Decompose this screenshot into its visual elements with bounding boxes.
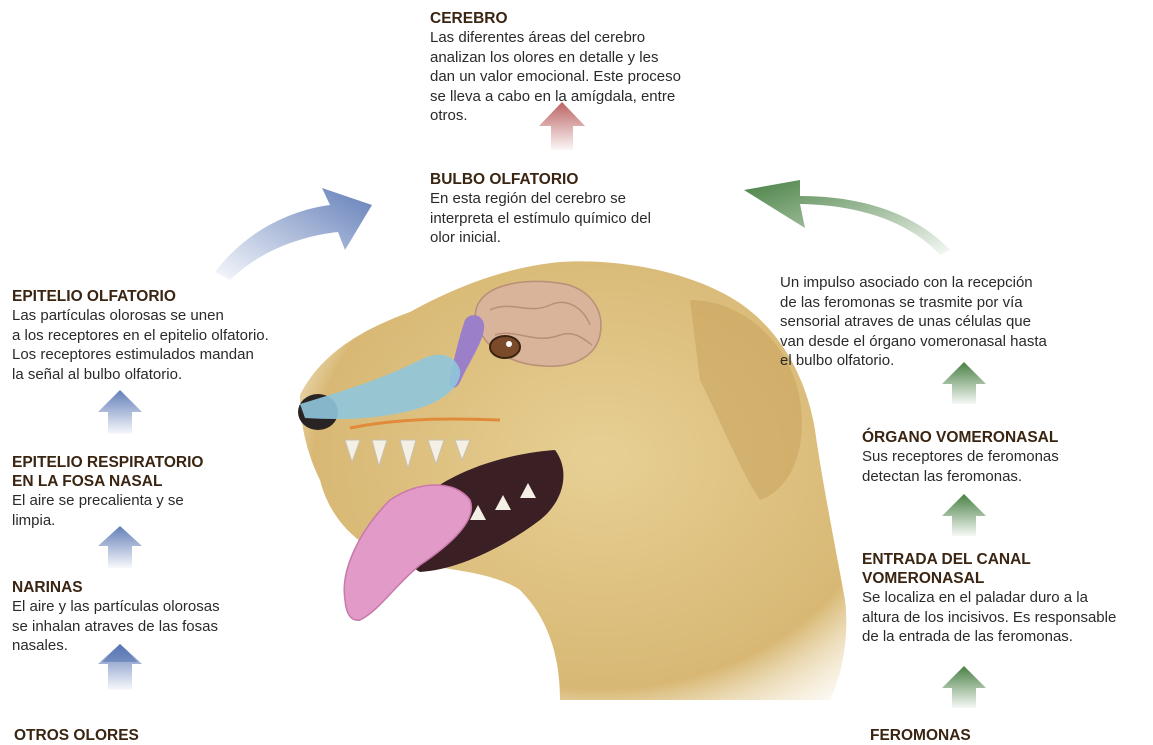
epitelio-respiratorio-title: EPITELIO RESPIRATORIO EN LA FOSA NASAL: [12, 453, 252, 491]
feromonas-label: FEROMONAS: [870, 727, 971, 745]
organo-title: ÓRGANO VOMERONASAL: [862, 428, 1122, 447]
entrada-block: ENTRADA DEL CANAL VOMERONASAL Se localiz…: [862, 550, 1152, 647]
blue-arrow-up-icon: [98, 390, 142, 434]
dog-eye: [490, 336, 520, 358]
narinas-title: NARINAS: [12, 578, 272, 597]
entrada-title: ENTRADA DEL CANAL VOMERONASAL: [862, 550, 1152, 588]
bulbo-body: En esta región del cerebro se interpreta…: [430, 189, 710, 248]
bulbo-title: BULBO OLFATORIO: [430, 170, 710, 189]
cerebro-body: Las diferentes áreas del cerebro analiza…: [430, 28, 730, 126]
epitelio-respiratorio-body: El aire se precalienta y se limpia.: [12, 491, 252, 530]
otros-olores-label: OTROS OLORES: [14, 727, 139, 745]
cerebro-title: CEREBRO: [430, 9, 730, 28]
impulso-body: Un impulso asociado con la recepción de …: [780, 273, 1090, 371]
organo-body: Sus receptores de feromonas detectan las…: [862, 447, 1122, 486]
epitelio-olfatorio-body: Las partículas olorosas se unen a los re…: [12, 306, 312, 384]
dog-head-illustration: [298, 261, 846, 700]
epitelio-olfatorio-title: EPITELIO OLFATORIO: [12, 287, 312, 306]
organo-block: ÓRGANO VOMERONASAL Sus receptores de fer…: [862, 428, 1122, 486]
impulso-block: Un impulso asociado con la recepción de …: [780, 273, 1090, 371]
blue-curved-arrow-icon: [215, 188, 372, 280]
entrada-body: Se localiza en el paladar duro a la altu…: [862, 588, 1152, 647]
narinas-body: El aire y las partículas olorosas se inh…: [12, 597, 272, 656]
cerebro-block: CEREBRO Las diferentes áreas del cerebro…: [430, 9, 730, 126]
green-curved-arrow-icon: [744, 180, 950, 255]
blue-arrow-up-icon: [98, 526, 142, 568]
epitelio-olfatorio-block: EPITELIO OLFATORIO Las partículas oloros…: [12, 287, 312, 384]
epitelio-respiratorio-block: EPITELIO RESPIRATORIO EN LA FOSA NASAL E…: [12, 453, 252, 530]
bulbo-block: BULBO OLFATORIO En esta región del cereb…: [430, 170, 710, 248]
green-arrow-up-icon: [942, 494, 986, 536]
narinas-block: NARINAS El aire y las partículas olorosa…: [12, 578, 272, 656]
green-arrow-up-icon: [942, 666, 986, 708]
